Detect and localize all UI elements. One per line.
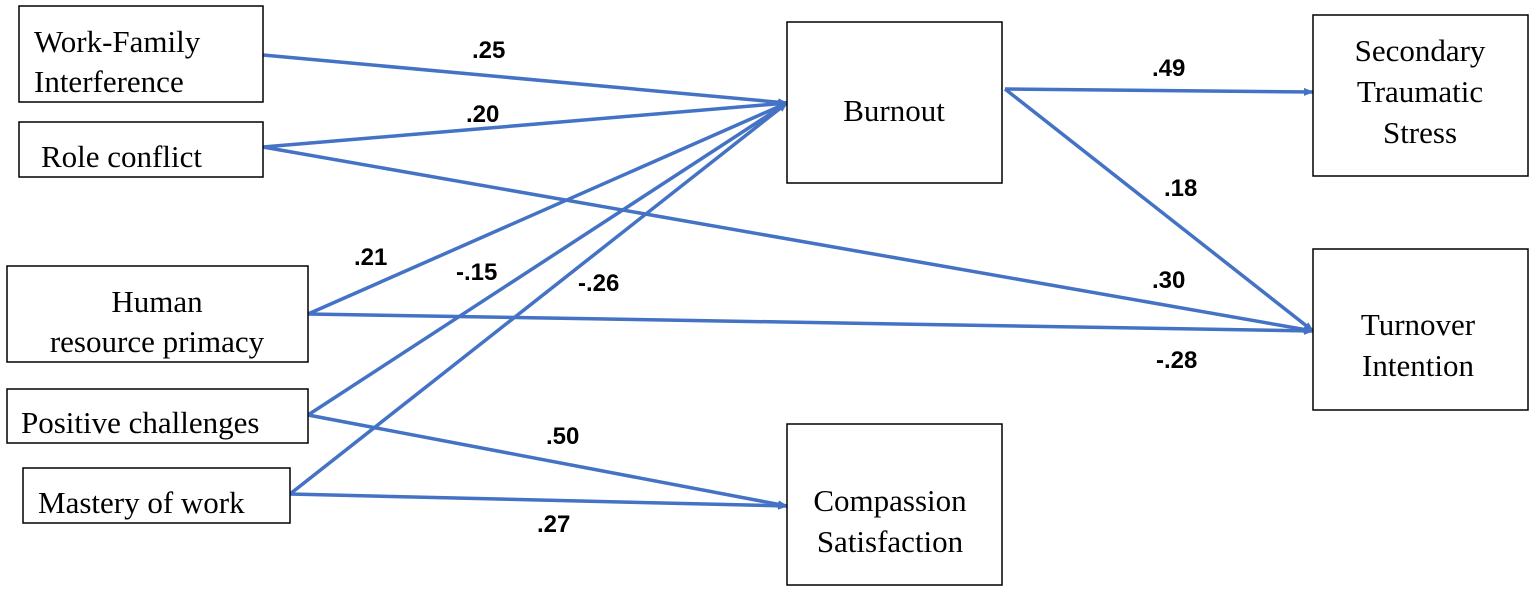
node-label-burnout-line-0: Burnout [843,93,945,128]
node-hrp: Human resource primacy [6,265,309,363]
node-box-ti [1312,248,1529,411]
node-label-hrp-line-1: resource primacy [50,324,265,359]
paths-layer [262,53,1315,510]
coefficient-label-burnout-sts: .49 [1152,55,1185,82]
path-arrow-hrp-ti [307,312,1314,335]
coefficient-label-hrp-ti: -.28 [1156,347,1197,374]
node-label-ti-line-0: Turnover [1361,307,1476,342]
node-box-mw [22,467,291,524]
path-arrow-pc-cs [307,413,788,509]
node-pc: Positive challenges [6,388,309,444]
node-label-pc-line-0: Positive challenges [21,405,259,440]
node-box-wfi [18,5,264,103]
path-arrow-rc-ti [262,145,1314,334]
node-label-cs-line-0: Compassion [813,483,967,518]
coefficient-label-pc-burnout: -.15 [456,259,497,286]
node-box-hrp [6,265,309,363]
node-label-wfi-line-0: Work-Family [34,24,201,59]
coefficient-label-pc-cs: .50 [546,423,579,450]
node-box-burnout [786,21,1003,184]
path-arrow-burnout-ti [1003,87,1315,333]
coefficient-label-burnout-ti: .18 [1164,175,1197,202]
node-mw: Mastery of work [22,467,291,524]
node-label-mw-line-0: Mastery of work [38,485,245,520]
coefficient-label-mw-cs: .27 [537,511,570,538]
path-arrow-rc-burnout [262,99,788,149]
node-box-cs [786,423,1003,586]
path-arrow-burnout-sts [1004,87,1314,96]
path-arrow-wfi-burnout [262,53,788,107]
path-arrow-mw-burnout [288,101,789,496]
coefficient-label-wfi-burnout: .25 [472,37,505,64]
node-burnout: Burnout [786,21,1003,184]
node-label-rc-line-0: Role conflict [41,139,202,174]
path-arrow-hrp-burnout [307,101,788,316]
node-label-sts-line-2: Stress [1383,115,1457,150]
node-box-sts [1312,14,1529,177]
node-label-hrp-line-0: Human [111,284,203,319]
coefficient-label-hrp-burnout: .21 [354,244,387,271]
coefficient-label-mw-burnout: -.26 [578,270,619,297]
path-arrow-mw-cs [289,492,788,510]
node-label-wfi-line-1: Interference [34,64,184,99]
node-rc: Role conflict [18,121,264,178]
node-box-pc [6,388,309,444]
path-arrow-pc-burnout [307,101,788,417]
coefficients-layer: .25 .20 .21 -.15 -.26 .49 .18 .30 -.28 .50 .27 [354,37,1197,538]
coefficient-label-rc-ti: .30 [1152,267,1185,294]
node-box-rc [18,121,264,178]
node-label-cs-line-1: Satisfaction [817,524,964,559]
node-label-sts-line-0: Secondary [1355,33,1486,68]
node-label-ti-line-1: Intention [1362,348,1474,383]
node-label-sts-line-1: Traumatic [1357,74,1483,109]
coefficient-label-rc-burnout: .20 [466,101,499,128]
